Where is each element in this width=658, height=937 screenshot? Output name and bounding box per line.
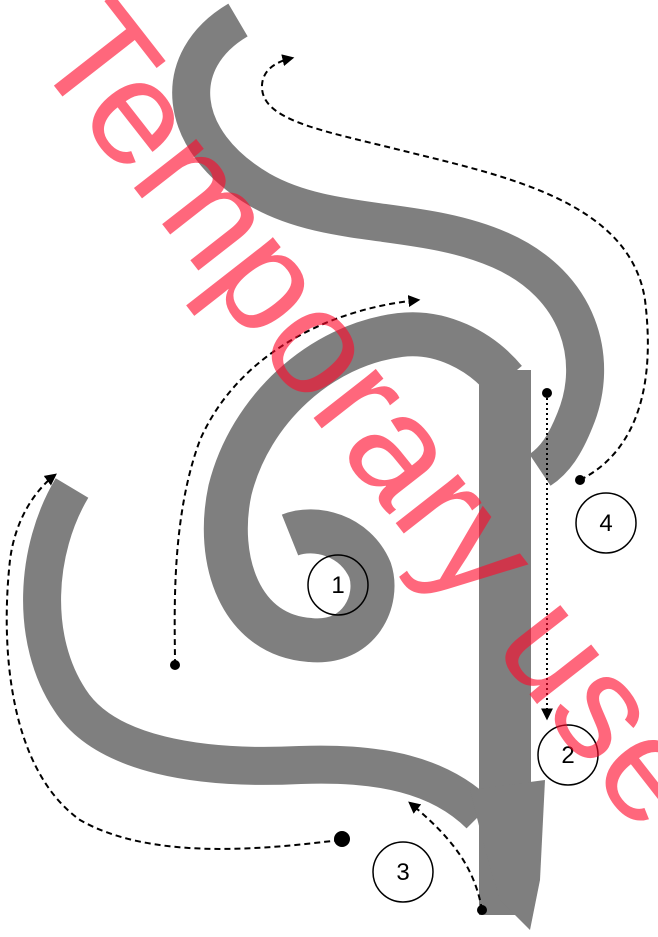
spiral-band — [203, 312, 522, 663]
flow-path-1 — [173, 295, 421, 666]
numbered-markers: 1 2 3 4 — [307, 492, 637, 903]
upper-s-band — [172, 3, 605, 486]
marker-3-label: 3 — [396, 859, 409, 886]
flow-path-3b — [408, 801, 483, 911]
flow-start-dot-4 — [575, 475, 585, 485]
marker-1-label: 1 — [331, 572, 344, 599]
flow-start-dot-3b — [477, 905, 487, 915]
bottom-taper — [470, 780, 545, 930]
flow-path-3a — [5, 473, 341, 850]
flow-paths — [5, 54, 649, 915]
flow-path-4 — [260, 54, 649, 481]
marker-2: 2 — [537, 724, 599, 786]
flow-start-dot-3a — [334, 831, 350, 847]
lower-curve-band — [23, 478, 494, 829]
marker-4-label: 4 — [599, 510, 612, 537]
marker-3: 3 — [372, 841, 434, 903]
vessel-shapes — [23, 3, 605, 930]
marker-4: 4 — [575, 492, 637, 554]
marker-2-label: 2 — [561, 742, 574, 769]
flow-start-dot-1 — [170, 660, 180, 670]
flow-start-dot-2 — [542, 388, 552, 398]
marker-1: 1 — [307, 554, 369, 616]
